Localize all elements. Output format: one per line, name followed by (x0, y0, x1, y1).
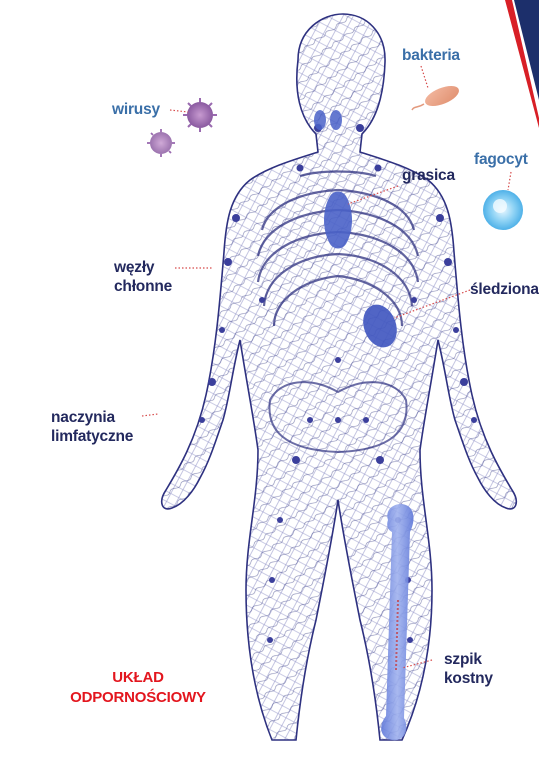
diagram-title: UKŁAD ODPORNOŚCIOWY (58, 668, 218, 708)
label-bone-marrow-line1: szpik (444, 650, 493, 669)
label-lymphatic-vessels-line1: naczynia (51, 408, 133, 427)
label-viruses: wirusy (112, 100, 160, 119)
thymus-gland (324, 192, 352, 249)
phagocyte-icon (483, 190, 523, 230)
label-spleen: śledziona (470, 280, 539, 299)
label-thymus-text: grasica (402, 166, 455, 185)
label-bone-marrow: szpik kostny (444, 650, 493, 688)
diagram-title-line1: UKŁAD (58, 668, 218, 688)
label-bacterium: bakteria (402, 46, 460, 65)
label-viruses-text: wirusy (112, 100, 160, 119)
label-lymphatic-vessels: naczynia limfatyczne (51, 408, 133, 446)
corner-decoration (505, 0, 539, 128)
diagram-title-line2: ODPORNOŚCIOWY (58, 688, 218, 708)
label-phagocyte-text: fagocyt (474, 150, 528, 169)
label-lymph-nodes-line1: węzły (114, 258, 172, 277)
label-lymph-nodes: węzły chłonne (114, 258, 172, 296)
label-lymph-nodes-line2: chłonne (114, 277, 172, 296)
virus-small-icon (147, 129, 175, 157)
label-phagocyte: fagocyt (474, 150, 528, 169)
label-lymphatic-vessels-line2: limfatyczne (51, 427, 133, 446)
label-thymus: grasica (402, 166, 455, 185)
label-spleen-text: śledziona (470, 280, 539, 299)
virus-large-icon (183, 98, 217, 132)
label-bacterium-text: bakteria (402, 46, 460, 65)
label-bone-marrow-line2: kostny (444, 669, 493, 688)
bacterium-icon (412, 82, 462, 110)
